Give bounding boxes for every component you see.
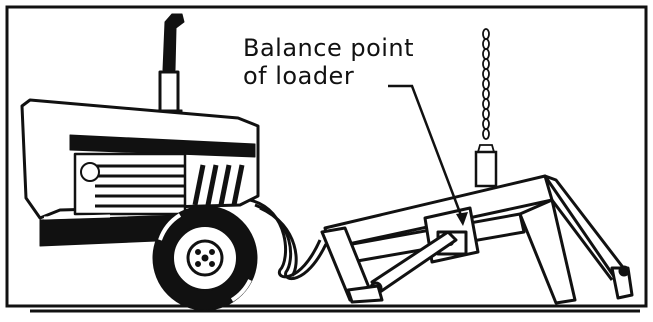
lifting-chain [476,29,496,186]
exhaust-pipe [163,14,184,70]
hydraulic-hoses [250,200,326,279]
rear-leg [520,200,575,303]
callout-line-2: of loader [243,62,414,90]
lift-shackle [476,152,496,186]
front-grille [75,154,185,214]
front-foot [348,286,382,302]
tractor [22,14,258,310]
balance-point-callout: Balance point of loader [243,34,414,90]
front-loader [322,176,632,303]
callout-line-1: Balance point [243,34,414,62]
exhaust-stack [160,72,178,112]
front-wheel [153,206,257,310]
headlight [81,163,99,181]
